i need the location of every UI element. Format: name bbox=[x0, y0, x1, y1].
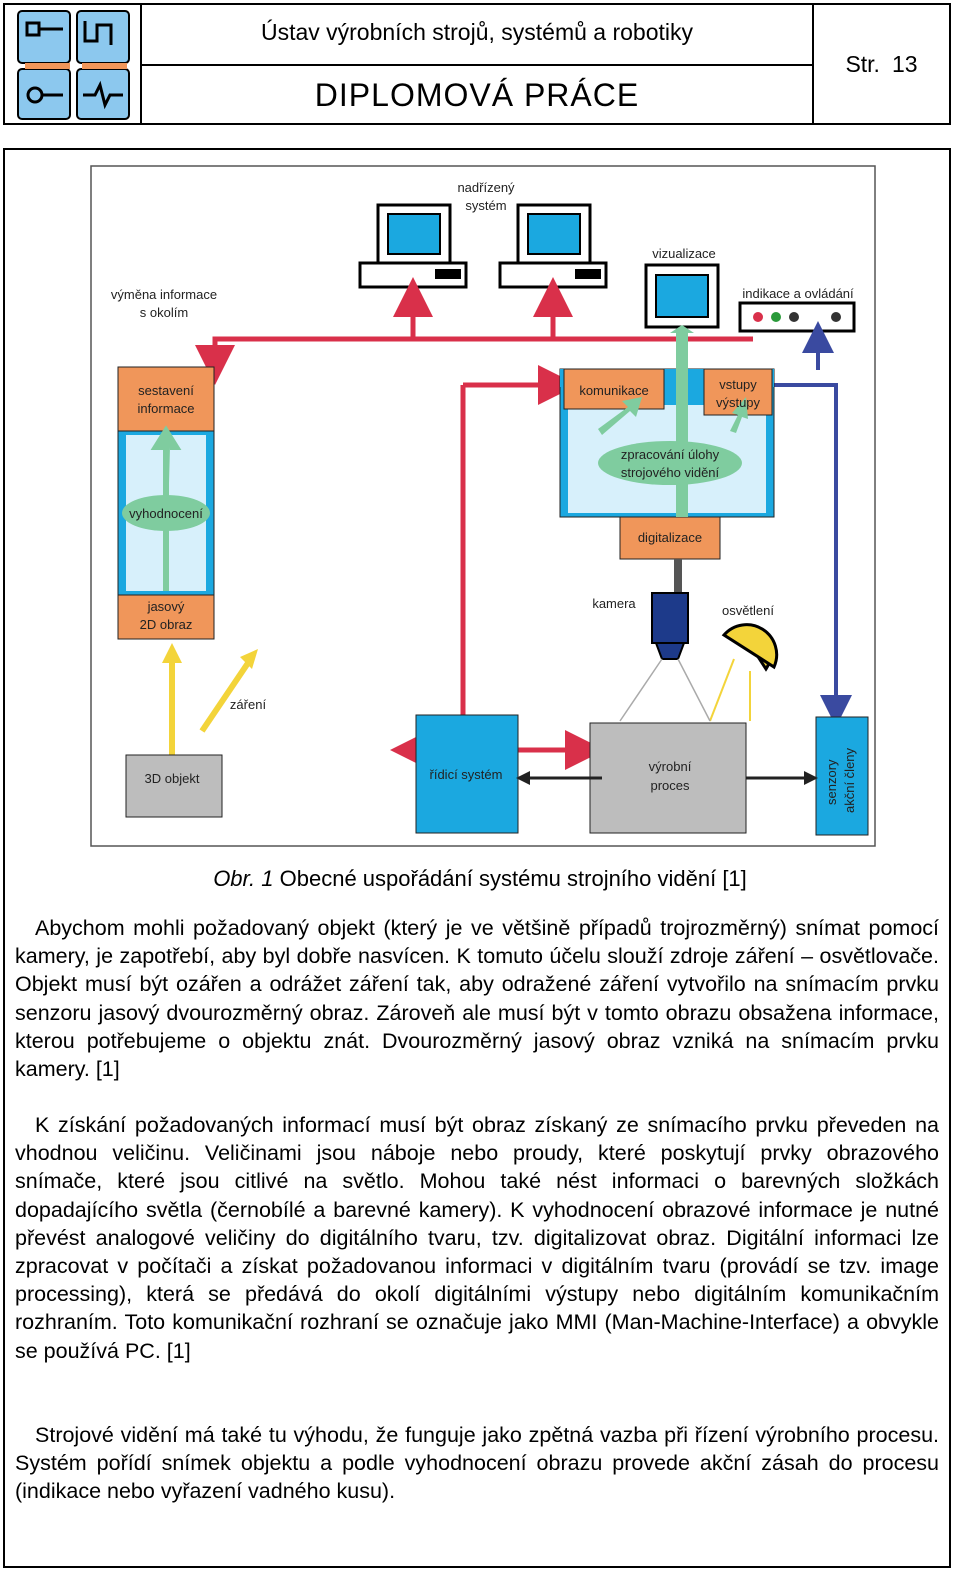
label-production-process: výrobní bbox=[649, 759, 692, 774]
label-visualization: vizualizace bbox=[652, 246, 716, 261]
label-superior-system: systém bbox=[465, 198, 506, 213]
page-indicator: Str. 13 bbox=[814, 5, 949, 123]
institute-name: Ústav výrobních strojů, systémů a roboti… bbox=[260, 19, 694, 45]
label-digitization: digitalizace bbox=[638, 530, 702, 545]
control-system-box bbox=[415, 714, 519, 834]
computer-icon bbox=[358, 203, 468, 289]
label-assembly: informace bbox=[137, 401, 194, 416]
paragraph-text: Abychom mohli požadovaný objekt (který j… bbox=[15, 916, 939, 1082]
camera-icon bbox=[651, 592, 689, 644]
sensors-box bbox=[815, 716, 869, 836]
paragraph: K získání požadovaných informací musí bý… bbox=[15, 1111, 939, 1365]
digitization-box bbox=[619, 516, 721, 560]
label-brightness-image: jasový bbox=[147, 599, 185, 614]
label-processing: strojového vidění bbox=[621, 465, 720, 480]
paragraph: Strojové vidění má také tu výhodu, že fu… bbox=[15, 1421, 939, 1506]
label-brightness-image: 2D obraz bbox=[140, 617, 193, 632]
document-type: DIPLOMOVÁ PRÁCE bbox=[314, 77, 640, 113]
caption-text: Obecné uspořádání systému strojního vidě… bbox=[273, 866, 747, 891]
assembly-box bbox=[117, 366, 215, 432]
evaluation-ellipse bbox=[122, 495, 210, 531]
label-sensors: akční členy bbox=[842, 747, 857, 813]
header-title-block: Ústav výrobních strojů, systémů a roboti… bbox=[142, 5, 814, 123]
indicator-panel-icon bbox=[738, 301, 856, 333]
paragraph-text: Strojové vidění má také tu výhodu, že fu… bbox=[15, 1423, 939, 1504]
processing-ellipse bbox=[598, 441, 742, 485]
figure-caption: Obr. 1 Obecné uspořádání systému strojní… bbox=[0, 866, 960, 892]
label-control-system: řídicí systém bbox=[430, 767, 503, 782]
label-radiation: záření bbox=[230, 697, 267, 712]
label-information-exchange: výměna informace bbox=[111, 287, 217, 302]
monitor-icon bbox=[644, 263, 720, 329]
light-rays bbox=[709, 658, 751, 722]
label-superior-system: nadřízený bbox=[457, 180, 515, 195]
label-communication: komunikace bbox=[579, 383, 648, 398]
label-camera: kamera bbox=[592, 596, 636, 611]
page-header: Ústav výrobních strojů, systémů a roboti… bbox=[3, 3, 951, 125]
label-indication: indikace a ovládání bbox=[742, 286, 854, 301]
communication-box bbox=[563, 368, 665, 410]
paragraph: Abychom mohli požadovaný objekt (který j… bbox=[15, 914, 939, 1083]
arrowhead bbox=[804, 771, 818, 785]
arrowhead bbox=[240, 649, 258, 669]
camera-mount bbox=[674, 559, 682, 595]
label-processing: zpracování úlohy bbox=[621, 447, 720, 462]
lamp-shade bbox=[721, 623, 779, 670]
camera-lens bbox=[654, 642, 686, 660]
radiation-arrow bbox=[199, 661, 251, 733]
camera-view-lines bbox=[619, 658, 711, 722]
caption-prefix: Obr. 1 bbox=[213, 866, 274, 891]
arrowhead bbox=[516, 771, 530, 785]
page-label: Str. bbox=[845, 50, 880, 77]
label-information-exchange: s okolím bbox=[140, 305, 188, 320]
page-number: 13 bbox=[891, 50, 918, 77]
header-divider bbox=[142, 64, 812, 66]
institute-logo bbox=[5, 5, 142, 123]
label-assembly: sestavení bbox=[138, 383, 194, 398]
label-io: vstupy bbox=[719, 377, 757, 392]
image-2d-box bbox=[117, 594, 215, 640]
machine-vision-diagram: nadřízený systém vizualizace indikace a … bbox=[90, 165, 876, 847]
label-illumination: osvětlení bbox=[722, 603, 774, 618]
arrowhead bbox=[162, 643, 182, 663]
label-io: výstupy bbox=[716, 395, 761, 410]
label-sensors: senzory bbox=[824, 759, 839, 805]
paragraph-text: K získání požadovaných informací musí bý… bbox=[15, 1113, 939, 1363]
label-evaluation: vyhodnocení bbox=[129, 506, 203, 521]
label-3d-object: 3D objekt bbox=[145, 771, 200, 786]
content-frame bbox=[3, 148, 951, 1568]
object-box bbox=[125, 754, 223, 818]
production-process-box bbox=[589, 722, 747, 834]
label-production-process: proces bbox=[650, 778, 690, 793]
